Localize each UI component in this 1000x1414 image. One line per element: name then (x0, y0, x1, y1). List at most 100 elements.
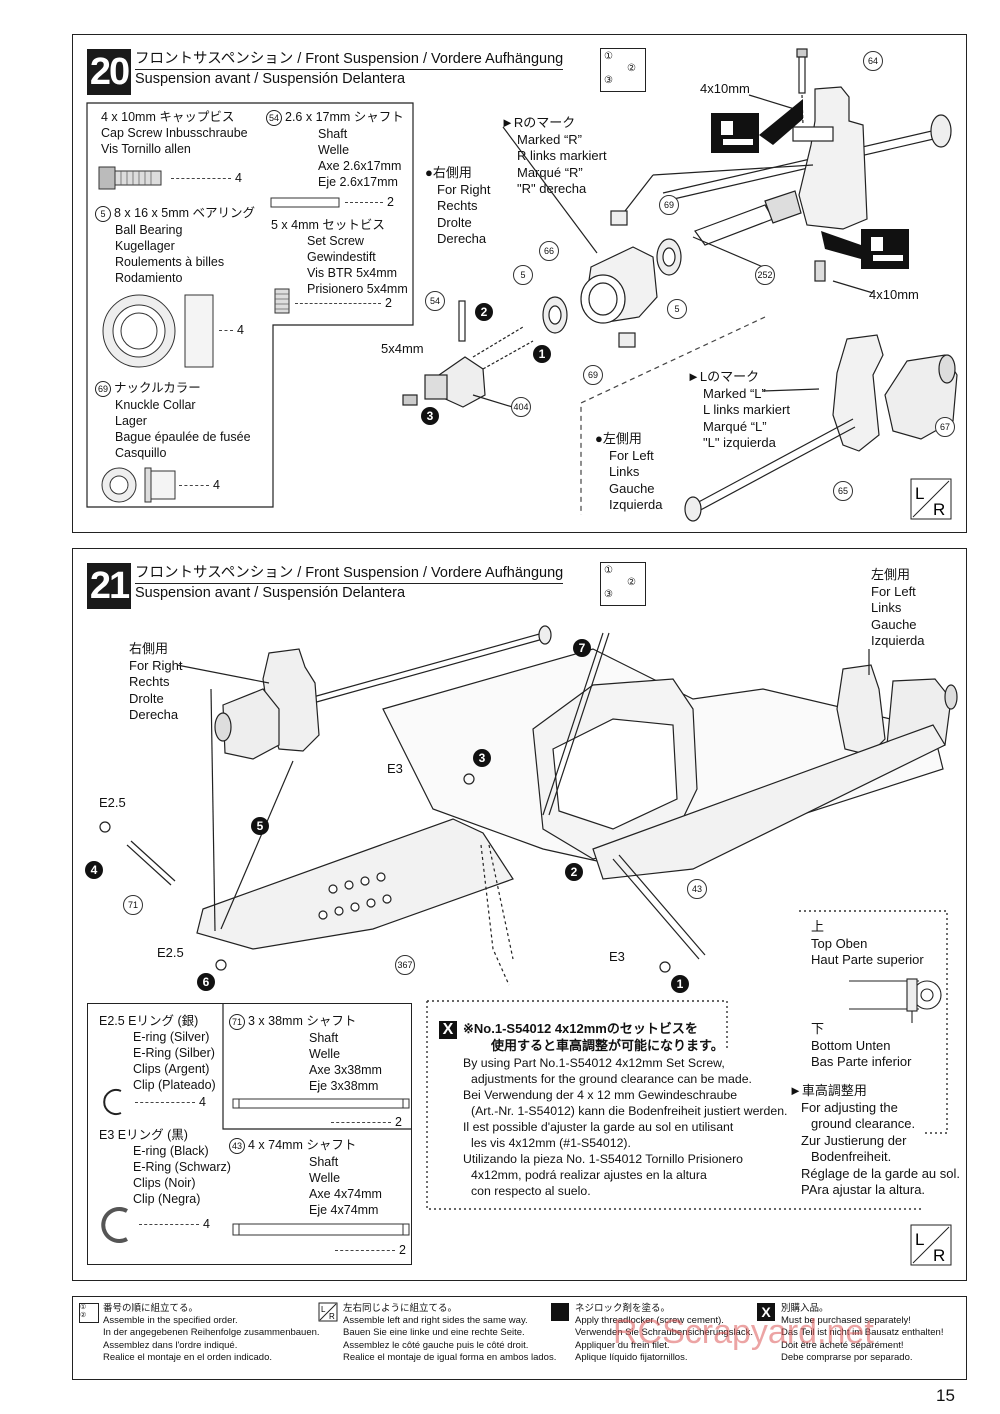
legend-line: 左右同じように組立てる。 (343, 1303, 458, 1314)
callout-71: 71 (123, 895, 143, 915)
shaft-line: Axe 4x74mm (309, 1186, 382, 1201)
shaft-line: 2.6 x 17mm シャフト (285, 110, 404, 124)
title-line-2: Suspension avant / Suspensión Delantera (135, 69, 564, 89)
adjust-label: ►車高調整用 For adjusting the ground clearanc… (789, 1083, 960, 1199)
callout-404: 404 (511, 397, 531, 417)
part-id: 54 (266, 109, 282, 126)
threadlock-icon (551, 1303, 569, 1321)
watermark: RCScrapyard.net (613, 1313, 874, 1351)
e-ring-black-desc: E3 Eリング (黒) E-ring (Black) E-Ring (Schwa… (99, 1127, 231, 1207)
step-marker-2: 2 (565, 863, 583, 881)
right-line: ●右側用 (425, 165, 472, 180)
ering-line: E-ring (Silver) (133, 1030, 210, 1044)
e25-label: E2.5 (99, 795, 126, 810)
shaft43-drawing (232, 1223, 410, 1236)
e25-label: E2.5 (157, 945, 184, 960)
bearing-qty: 4 (219, 323, 244, 337)
legend-line: Realice el montaje de igual forma en amb… (343, 1351, 557, 1363)
ering-line: E-ring (Black) (133, 1144, 209, 1158)
parts-box-divider (222, 1003, 412, 1130)
step-marker-2: 2 (475, 303, 493, 321)
shaft-line: Shaft (318, 126, 348, 141)
callout-69: 69 (659, 195, 679, 215)
threadlock-icon (711, 99, 803, 153)
orient-line: Top Oben (811, 935, 868, 951)
svg-text:L: L (321, 1305, 326, 1314)
e3-label: E3 (609, 949, 625, 964)
note-line: (Art.-Nr. 1-S54012) kann die Bodenfreihe… (471, 1104, 788, 1118)
adjust-line: PAra ajustar la altura. (801, 1182, 926, 1197)
step-marker-6: 6 (197, 973, 215, 991)
orient-line: Bas Parte inferior (811, 1054, 912, 1069)
bottom-orientation-label: 下 Bottom Unten Bas Parte inferior (811, 1021, 911, 1071)
mark-line: ►Rのマーク (501, 115, 576, 130)
e-ring-black-drawing (101, 1207, 128, 1243)
shaft43-qty: 2 (335, 1243, 406, 1257)
marked-l-label: ►Lのマーク Marked “L” L links markiert Marqu… (687, 369, 790, 452)
cap-screw-line: 4 x 10mm キャップビス (101, 110, 235, 124)
ering-line: E2.5 Eリング (銀) (99, 1014, 199, 1028)
legend-line: Bauen Sie eine linke und eine rechte Sei… (343, 1327, 525, 1339)
shaft-line: Welle (318, 142, 350, 157)
legend-line: Appliquer du frein filet. (575, 1339, 670, 1351)
right-line: Rechts (129, 674, 170, 689)
setscrew-line: 5 x 4mm セットビス (271, 218, 385, 232)
legend-line: Assemblez le côté gauche puis le côté dr… (343, 1339, 529, 1351)
right-line: For Right (437, 181, 491, 197)
left-right-icon: L R (910, 1224, 952, 1266)
cap-screw-drawing (98, 166, 162, 190)
screw-top-label: 4x10mm (700, 81, 750, 96)
qty-value: 4 (213, 478, 220, 492)
qty-value: 4 (235, 171, 242, 185)
title-line-1: フロントサスペンション / Front Suspension / Vordere… (135, 565, 564, 581)
shaft-line: Axe 3x38mm (309, 1062, 382, 1077)
left-line: For Left (609, 447, 654, 463)
legend-line: In der angegebenen Reihenfolge zusammenb… (103, 1327, 320, 1339)
cap-screw-desc: 4 x 10mm キャップビス Cap Screw Inbusschraube … (101, 109, 248, 157)
page-number: 15 (936, 1386, 955, 1405)
callout-54: 54 (425, 291, 445, 311)
step-number: 20 (87, 49, 131, 95)
shaft-line: Shaft (309, 1030, 339, 1045)
order-icon-1: ① (604, 51, 613, 62)
legend-line: Doit être acheté séparément! (781, 1339, 904, 1351)
callout-69: 69 (583, 365, 603, 385)
e-ring-silver-desc: E2.5 Eリング (銀) E-ring (Silver) E-Ring (Si… (99, 1013, 216, 1093)
parts-box-outline (86, 102, 414, 508)
for-right-label: ●右側用 For Right Rechts Drolte Derecha (425, 165, 490, 248)
collar-line: Lager (115, 413, 147, 428)
for-right-label: 右側用 For Right Rechts Drolte Derecha (129, 641, 182, 724)
step-title: フロントサスペンション / Front Suspension / Vordere… (135, 564, 564, 603)
ering-line: Clip (Negra) (133, 1192, 201, 1206)
ering-line: E3 Eリング (黒) (99, 1128, 188, 1142)
mark-line: L links markiert (703, 402, 790, 417)
left-line: For Left (871, 583, 916, 599)
bearing-drawing (102, 294, 214, 368)
legend-line: Aplique líquido fijatornillos. (575, 1351, 688, 1363)
note-line: les vis 4x12mm (#1-S54012). (471, 1136, 631, 1150)
legend-line: 別購入品。 (781, 1303, 829, 1314)
mark-line: Marked “L” (703, 385, 766, 401)
callout-66: 66 (539, 241, 559, 261)
note-body: By using Part No.1-S54012 4x12mm Set Scr… (463, 1055, 787, 1199)
step-marker-1: 1 (533, 345, 551, 363)
adjust-line: Bodenfreiheit. (811, 1149, 892, 1164)
bearing-line: Roulements à billes (115, 254, 225, 269)
right-line: For Right (129, 657, 183, 673)
adjust-line: Réglage de la garde au sol. (801, 1165, 961, 1181)
threadlock-icon (821, 229, 909, 269)
knuckle-collar-qty: 4 (179, 478, 220, 492)
legend-line: 番号の順に組立てる。 (103, 1303, 199, 1314)
step21-parts-box (87, 1003, 412, 1265)
callout-64: 64 (863, 51, 883, 71)
note-line: By using Part No.1-S54012 4x12mm Set Scr… (463, 1056, 725, 1070)
part-id: 5 (95, 205, 111, 222)
shaft-line: Shaft (309, 1154, 339, 1169)
legend-line: Apply threadlocker (screw cement). (575, 1315, 724, 1327)
callout-5: 5 (513, 265, 533, 285)
legend-lr: 左右同じように組立てる。 Assemble left and right sid… (343, 1303, 556, 1364)
left-line: Izquierda (609, 497, 663, 512)
set-screw-desc: 5 x 4mm セットビス Set Screw Gewindestift Vis… (271, 217, 408, 297)
